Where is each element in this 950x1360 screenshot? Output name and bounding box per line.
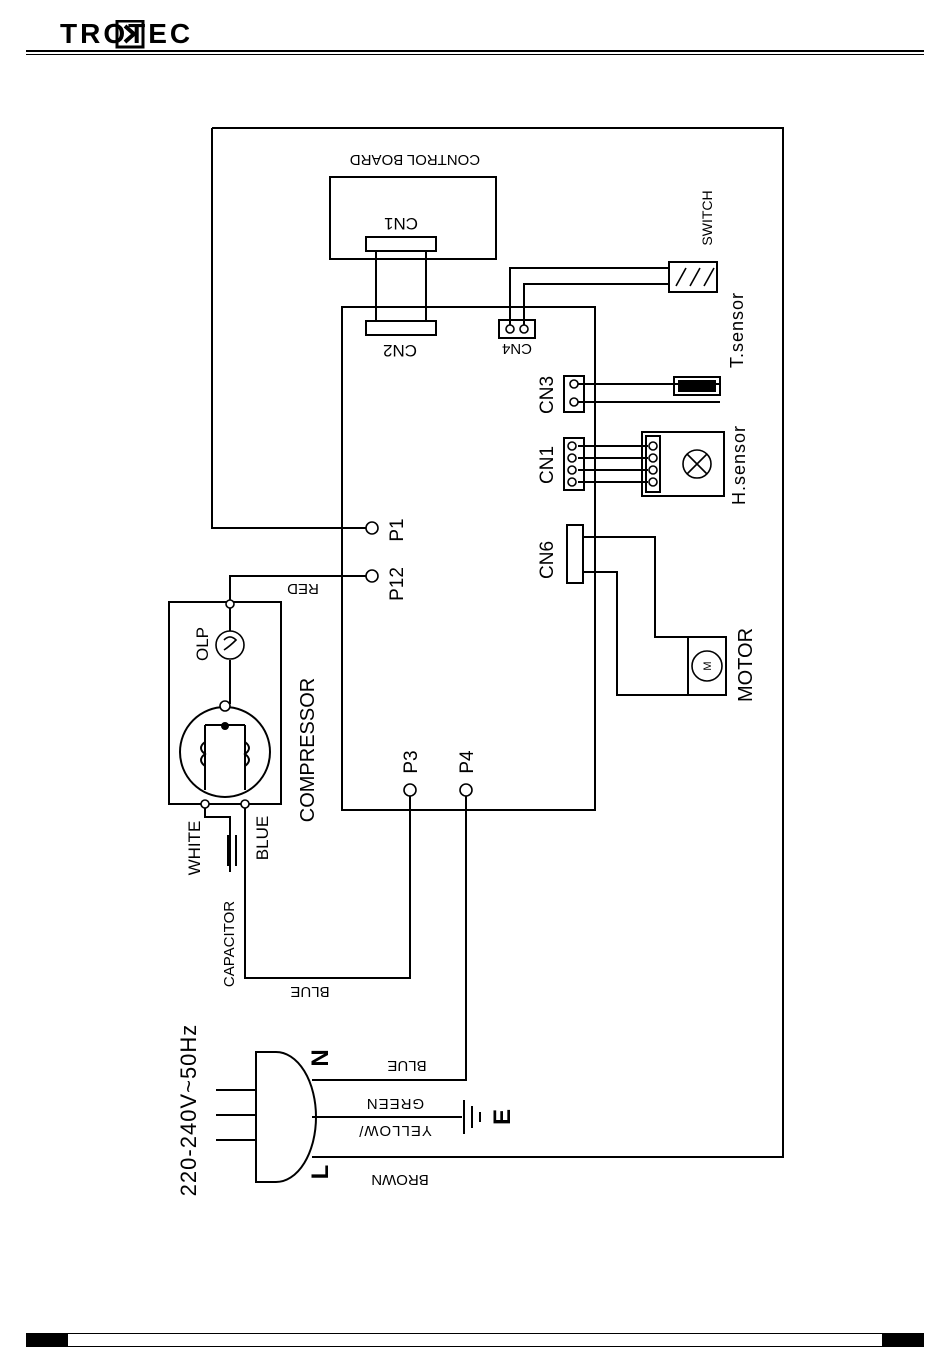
tsensor-element <box>678 380 716 392</box>
label-voltage: 220-240V~50Hz <box>176 1024 201 1197</box>
label-white: WHITE <box>185 821 204 876</box>
compressor-terminal-blue <box>241 800 249 808</box>
hsensor-pin-3 <box>649 466 657 474</box>
label-yellow: YELLOW/ <box>358 1122 432 1139</box>
footer-line <box>68 1333 882 1347</box>
frame-wire <box>212 128 783 1157</box>
label-p3: P3 <box>401 750 422 773</box>
label-n: N <box>307 1049 334 1066</box>
compressor-inner <box>205 725 245 790</box>
cn3-pin-1 <box>570 380 578 388</box>
cn4-pin-1 <box>506 325 514 333</box>
label-t-sensor: T.sensor <box>727 292 747 368</box>
p4-wire <box>312 796 466 1080</box>
compressor-motor <box>180 707 270 797</box>
hsensor-pin-1 <box>649 442 657 450</box>
page-footer <box>26 1333 924 1347</box>
ribbon-cable <box>376 251 426 321</box>
label-cn3: CN3 <box>537 376 558 414</box>
label-e: E <box>489 1109 516 1125</box>
label-olp: OLP <box>193 627 212 661</box>
motor-wire-1 <box>583 537 688 637</box>
hsensor-pin-4 <box>649 478 657 486</box>
label-p4: P4 <box>457 750 478 774</box>
label-cn6: CN6 <box>537 541 558 579</box>
label-red: RED <box>287 580 319 597</box>
cn4-pin-2 <box>520 325 528 333</box>
cn1-pin-2 <box>568 454 576 462</box>
label-l: L <box>307 1165 334 1180</box>
label-control-board: CONTROL BOARD <box>350 151 480 168</box>
label-capacitor: CAPACITOR <box>221 901 238 987</box>
cn3-pin-2 <box>570 398 578 406</box>
compressor-terminal-top <box>226 600 234 608</box>
motor-wire-2 <box>583 572 688 695</box>
label-motor-m: M <box>702 661 714 670</box>
olp-terminal <box>220 701 230 711</box>
cn6-connector <box>567 525 583 583</box>
label-cn1-top: CN1 <box>384 214 418 233</box>
label-green: GREEN <box>366 1095 424 1112</box>
switch-wire-1 <box>510 268 669 327</box>
label-blue-n: BLUE <box>387 1057 426 1074</box>
compressor-node <box>221 722 229 730</box>
footer-block-left <box>26 1333 68 1347</box>
terminal-p1 <box>366 522 378 534</box>
label-cn1-side: CN1 <box>537 446 558 484</box>
label-cn2: CN2 <box>383 341 417 360</box>
label-cn4: CN4 <box>502 340 532 357</box>
white-wire <box>205 804 230 872</box>
plug-body <box>256 1052 316 1182</box>
cn1-pin-3 <box>568 466 576 474</box>
label-h-sensor: H.sensor <box>729 425 749 505</box>
p1-wire <box>212 128 372 528</box>
switch-wire-2 <box>524 284 669 327</box>
label-blue-cap: BLUE <box>253 816 272 860</box>
label-switch: SWITCH <box>699 190 715 245</box>
label-motor: MOTOR <box>735 628 757 702</box>
label-p1: P1 <box>387 518 408 541</box>
label-brown: BROWN <box>371 1171 429 1188</box>
cn4-connector <box>499 320 535 338</box>
label-compressor: COMPRESSOR <box>297 678 319 822</box>
cn1-pin-4 <box>568 478 576 486</box>
cn1-pin-1 <box>568 442 576 450</box>
switch-contact-1 <box>676 268 686 286</box>
switch-contact-3 <box>704 268 714 286</box>
footer-block-right <box>882 1333 924 1347</box>
terminal-p4 <box>460 784 472 796</box>
label-blue-bottom: BLUE <box>290 983 329 1000</box>
cn2-connector <box>366 321 436 335</box>
hsensor-pin-2 <box>649 454 657 462</box>
switch-contact-2 <box>690 268 700 286</box>
label-p12: P12 <box>387 567 408 601</box>
cn1-top-connector <box>366 237 436 251</box>
compressor-terminal-white <box>201 800 209 808</box>
terminal-p3 <box>404 784 416 796</box>
terminal-p12 <box>366 570 378 582</box>
